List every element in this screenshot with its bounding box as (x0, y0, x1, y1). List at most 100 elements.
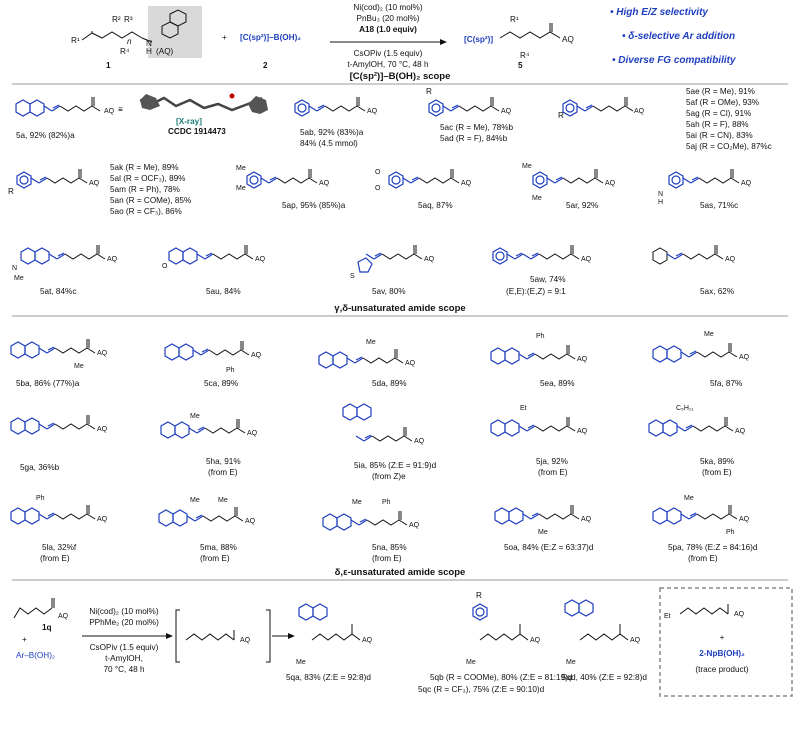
label-R4: R⁴ (120, 47, 130, 56)
cmpd-5ka-from: (from E) (702, 468, 732, 477)
aq-label: AQ (530, 637, 541, 644)
box-reagent: 2-NpB(OH)₂ (699, 649, 745, 658)
cmpd-5av: 5av, 80% (372, 287, 406, 296)
row5-structures: AQ AQ Me AQ AQ Et AQ C₅H₁₁ (10, 403, 746, 445)
cmpd-5ha: 5ha, 91% (206, 457, 241, 466)
label-R3: R³ (124, 15, 133, 24)
ph-label: Ph (536, 333, 545, 340)
label-N: N (146, 39, 152, 48)
cmpd-5an: 5an (R = COMe), 85% (110, 196, 191, 205)
aq-label: AQ (367, 108, 378, 115)
me-label: Me (466, 659, 476, 666)
et-label: Et (664, 613, 671, 620)
me-label: Me (236, 165, 246, 172)
bottom-reaction: AQ 1q + Ar–B(OH)₂ Ni(cod)₂ (10 mol%) PPh… (13, 591, 641, 674)
cmpd-5ax: 5ax, 62% (700, 287, 734, 296)
aq-label: AQ (58, 613, 69, 620)
cmpd-5ad: 5ad (R = F), 84%b (440, 134, 508, 143)
product-R4: R⁴ (520, 51, 530, 60)
aq-highlight-box (148, 6, 202, 58)
cmpd-5af: 5af (R = OMe), 93% (686, 98, 759, 107)
cmpd-5ia-from: (from Z)e (372, 472, 406, 481)
cmpd-5al: 5al (R = OCF₃), 89% (110, 174, 185, 183)
me-label: Me (190, 413, 200, 420)
product-AQ: AQ (562, 35, 574, 44)
aq-label: AQ (245, 518, 256, 525)
arrow-head (440, 39, 447, 45)
reagent-1q: 1q (42, 623, 52, 632)
cmpd-5ja: 5ja, 92% (536, 457, 568, 466)
cmpd-5fa: 5fa, 87% (710, 379, 742, 388)
cmpd-5qd: 5qd, 40% (Z:E = 92:8)d (562, 673, 647, 682)
n-label: N (12, 265, 17, 272)
cmpd-5ai: 5ai (R = CN), 83% (686, 131, 753, 140)
h-label: H (658, 199, 663, 206)
o-label: O (375, 169, 381, 176)
cmpd-5ea: 5ea, 89% (540, 379, 575, 388)
section-title-2: γ,δ-unsaturated amide scope (334, 303, 465, 314)
cmpd-5la: 5la, 32%f (42, 543, 77, 552)
aq-label: AQ (605, 180, 616, 187)
me-label: Me (566, 659, 576, 666)
aq-label: AQ (405, 360, 416, 367)
cond-above-1: Ni(cod)₂ (10 mol%) (353, 3, 422, 12)
me-label: Me (296, 659, 306, 666)
cmpd-5ab-scale: 84% (4.5 mmol) (300, 139, 358, 148)
aq-label: AQ (734, 611, 745, 618)
label-R2: R² (112, 15, 121, 24)
cmpd-5ma: 5ma, 88% (200, 543, 237, 552)
aq-label: AQ (319, 180, 330, 187)
me-label: Me (74, 363, 84, 370)
cmpd-5ak: 5ak (R = Me), 89% (110, 163, 178, 172)
xray-label: [X-ray] (176, 117, 202, 126)
cmpd-5aw-ratio: (E,E):(E,Z) = 9:1 (506, 287, 566, 296)
cmpd-5qc: 5qc (R = CF₃), 75% (Z:E = 90:10)d (418, 685, 545, 694)
aq-label: AQ (362, 637, 373, 644)
product-label: 5 (518, 61, 523, 70)
cmpd-5ha-from: (from E) (208, 468, 238, 477)
aq-label: AQ (97, 426, 108, 433)
me-label: Me (14, 275, 24, 282)
aq-label: AQ (255, 256, 266, 263)
cmpd-5ag: 5ag (R = Cl), 91% (686, 109, 751, 118)
cond-below-1: CsOPiv (1.5 equiv) (354, 49, 423, 58)
cmpd-5ar: 5ar, 92% (566, 201, 598, 210)
aq-label: AQ (577, 428, 588, 435)
aq-label: AQ (97, 516, 108, 523)
me-label: Me (522, 163, 532, 170)
cmpd-5ao: 5ao (R = CF₃), 86% (110, 207, 182, 216)
ph-label: Ph (226, 367, 235, 374)
aq-label: AQ (461, 180, 472, 187)
product-aryl: [C(sp²)] (464, 35, 493, 44)
cmpd-5ca: 5ca, 89% (204, 379, 238, 388)
aq-label: AQ (107, 256, 118, 263)
r-label: R (476, 591, 482, 600)
plus-sign-2: + (22, 635, 27, 644)
aq-label: AQ (240, 637, 251, 644)
reagent-2-formula: [C(sp²)]–B(OH)₂ (240, 33, 301, 42)
trace-product-box (659, 587, 793, 697)
reagent-1-sub: (AQ) (156, 47, 174, 56)
me-label: Me (218, 497, 228, 504)
highlight-1: • High E/Z selectivity (610, 7, 708, 18)
ph-label: Ph (726, 529, 735, 536)
plus-sign: + (222, 33, 227, 42)
cmpd-5ah: 5ah (R = F), 88% (686, 120, 749, 129)
me-label: Me (190, 497, 200, 504)
aq-label: AQ (581, 516, 592, 523)
aryl-boronic: Ar–B(OH)₂ (16, 651, 55, 660)
ccdc-label: CCDC 1914473 (168, 127, 226, 136)
cond-2-5: 70 °C, 48 h (103, 665, 144, 674)
aq-label: AQ (414, 438, 425, 445)
row6-structures: AQ Ph AQ Me Me AQ Me Ph AQ Me AQ Me Ph (10, 495, 750, 536)
label-n: n (127, 37, 132, 46)
o-label: O (375, 185, 381, 192)
cmpd-5aq: 5aq, 87% (418, 201, 453, 210)
cond-above-2: PnBu₃ (20 mol%) (357, 14, 420, 23)
cmpd-5pa-from: (from E) (688, 554, 718, 563)
section-title-3: δ,ε-unsaturated amide scope (335, 567, 466, 578)
cmpd-5na: 5na, 85% (372, 543, 407, 552)
cmpd-5ma-from: (from E) (200, 554, 230, 563)
aq-label: AQ (739, 354, 750, 361)
aq-label: AQ (634, 108, 645, 115)
